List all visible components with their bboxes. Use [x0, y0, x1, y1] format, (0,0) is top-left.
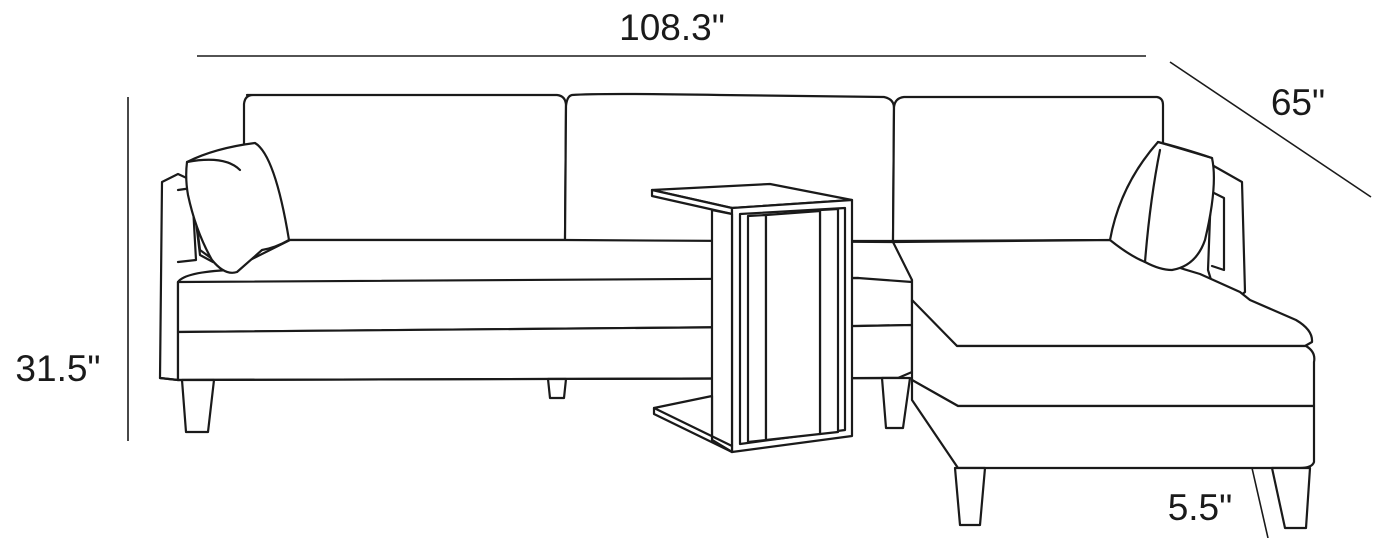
depth-dimension-line	[1169, 61, 1372, 198]
leg-front-middle	[880, 376, 912, 430]
right-armrest-opening	[1210, 190, 1226, 272]
height-dimension: 31.5"	[15, 97, 129, 441]
back-cushion-left	[242, 93, 568, 242]
left-pillow	[185, 141, 291, 274]
leg-back-center	[546, 377, 568, 400]
side-table-base	[652, 394, 734, 454]
leg-chaise-front-right	[1270, 466, 1312, 530]
chaise-seat-cushion	[891, 238, 1314, 348]
leg-front-left	[180, 378, 216, 434]
side-table	[650, 182, 854, 454]
side-table-base-edge	[652, 406, 734, 448]
leg-height-dimension-line	[1251, 467, 1269, 538]
side-table-slot-left	[746, 213, 768, 444]
leg-height-label: 5.5"	[1168, 487, 1233, 528]
depth-dimension: 65"	[1169, 61, 1372, 198]
left-pillow-seam	[185, 158, 242, 172]
height-label: 31.5"	[15, 348, 100, 389]
leg-height-dimension: 5.5"	[1168, 467, 1269, 538]
side-table-panel-center	[764, 209, 822, 442]
width-label: 108.3"	[619, 7, 725, 48]
sofa-base-bottom	[158, 376, 900, 382]
depth-label: 65"	[1271, 82, 1325, 123]
side-table-upright	[710, 208, 734, 454]
width-dimension: 108.3"	[197, 7, 1146, 57]
right-pillow-seam	[1143, 140, 1214, 264]
chaise-base	[910, 378, 1316, 470]
side-table-slot-right	[818, 207, 840, 436]
leg-chaise-front-left	[953, 466, 987, 527]
left-armrest-opening	[176, 186, 198, 264]
